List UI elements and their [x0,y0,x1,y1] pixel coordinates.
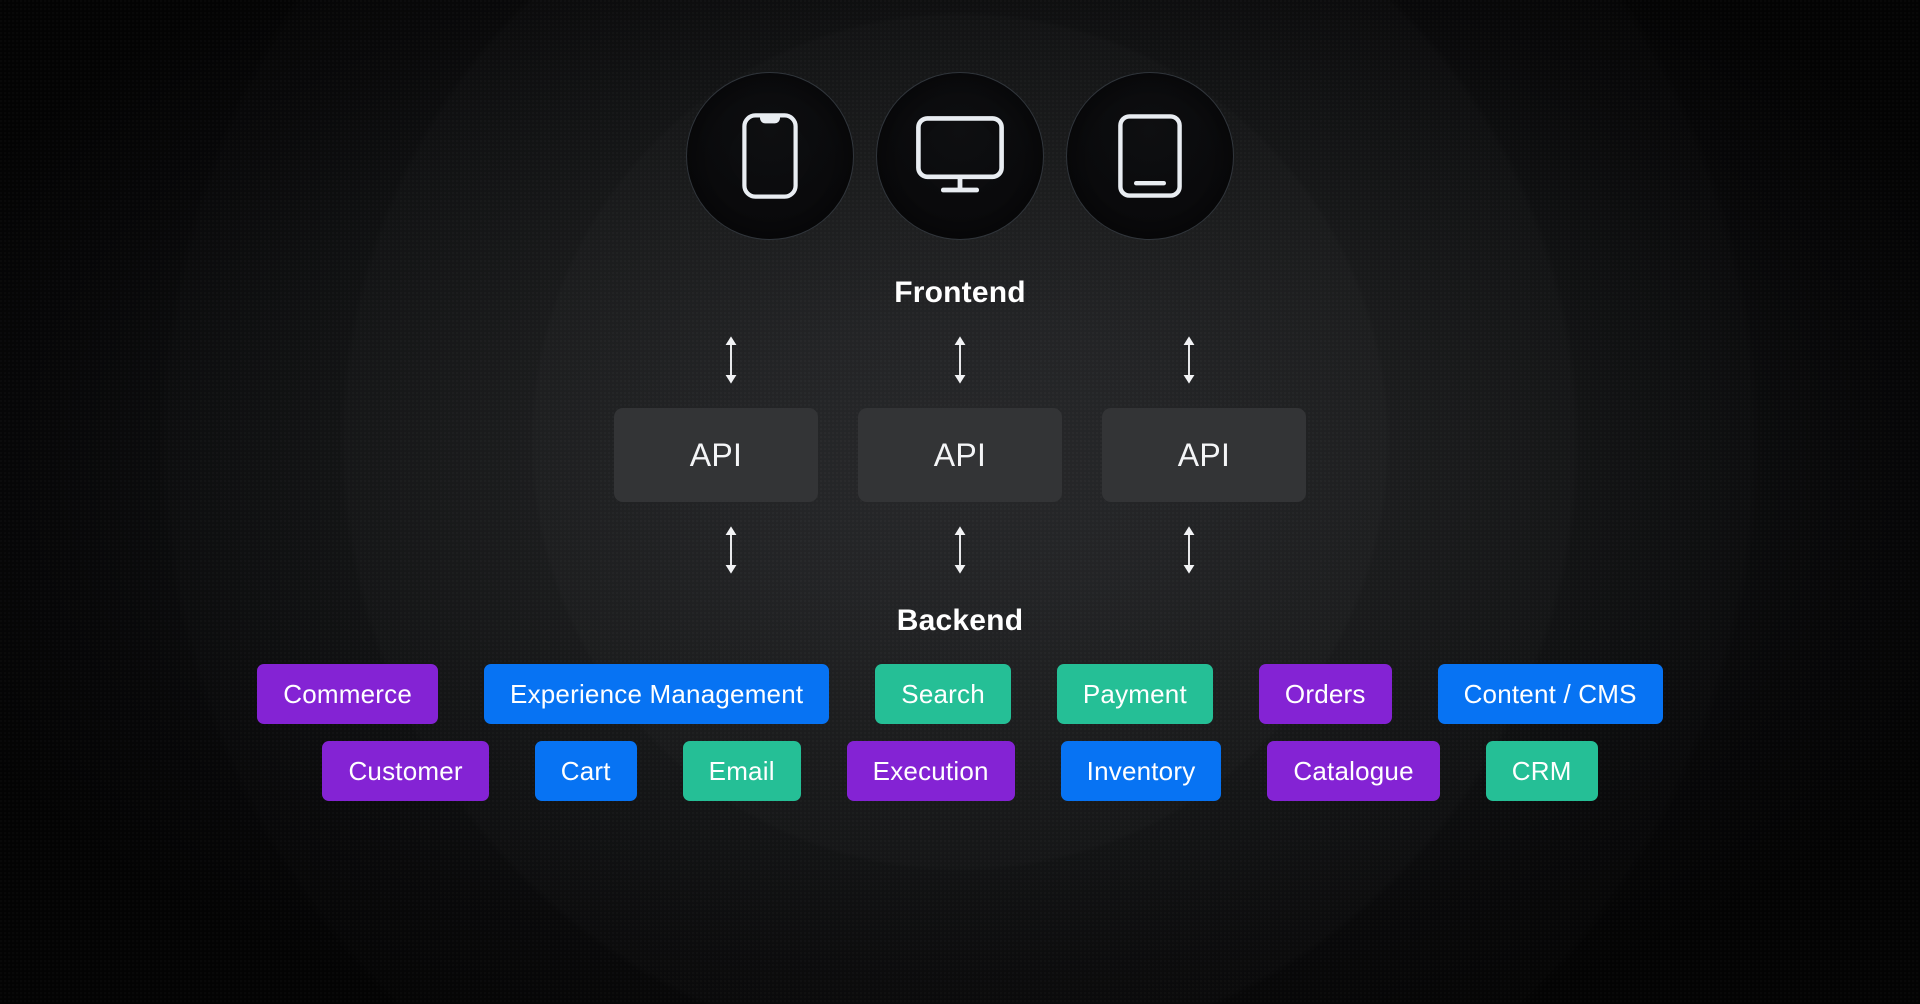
connector-row-frontend-to-api [616,334,1304,386]
service-tag-cart[interactable]: Cart [534,741,637,801]
service-tag-content-cms[interactable]: Content / CMS [1437,664,1663,724]
service-tag-customer[interactable]: Customer [322,741,489,801]
connector-cell [1075,334,1304,386]
connector-cell [845,334,1074,386]
api-box[interactable]: API [614,408,818,502]
up-down-arrow-icon [951,524,969,576]
device-circle-mobile [686,72,854,240]
backend-service-tags: Commerce Experience Management Search Pa… [257,664,1663,801]
service-tag-orders[interactable]: Orders [1258,664,1392,724]
service-tag-experience-management[interactable]: Experience Management [484,664,830,724]
api-layer-row: API API API [614,408,1306,502]
backend-tag-row-2: Customer Cart Email Execution Inventory … [322,741,1598,801]
backend-title: Backend [896,604,1024,637]
up-down-arrow-icon [722,524,740,576]
tablet-icon [1118,114,1182,198]
frontend-device-row [686,72,1234,240]
device-circle-desktop [876,72,1044,240]
frontend-title: Frontend [894,276,1026,309]
connector-cell [616,334,845,386]
desktop-monitor-icon [916,116,1004,196]
up-down-arrow-icon [722,334,740,386]
mobile-phone-icon [742,113,798,199]
service-tag-execution[interactable]: Execution [846,741,1015,801]
service-tag-inventory[interactable]: Inventory [1060,741,1222,801]
service-tag-payment[interactable]: Payment [1056,664,1213,724]
backend-tag-row-1: Commerce Experience Management Search Pa… [257,664,1663,724]
connector-cell [845,524,1074,576]
connector-row-api-to-backend [616,524,1304,576]
service-tag-email[interactable]: Email [682,741,801,801]
connector-cell [1075,524,1304,576]
up-down-arrow-icon [1180,524,1198,576]
connector-cell [616,524,845,576]
service-tag-crm[interactable]: CRM [1485,741,1598,801]
service-tag-catalogue[interactable]: Catalogue [1267,741,1440,801]
api-box[interactable]: API [858,408,1062,502]
up-down-arrow-icon [951,334,969,386]
service-tag-search[interactable]: Search [875,664,1011,724]
up-down-arrow-icon [1180,334,1198,386]
service-tag-commerce[interactable]: Commerce [257,664,439,724]
api-box[interactable]: API [1102,408,1306,502]
device-circle-tablet [1066,72,1234,240]
